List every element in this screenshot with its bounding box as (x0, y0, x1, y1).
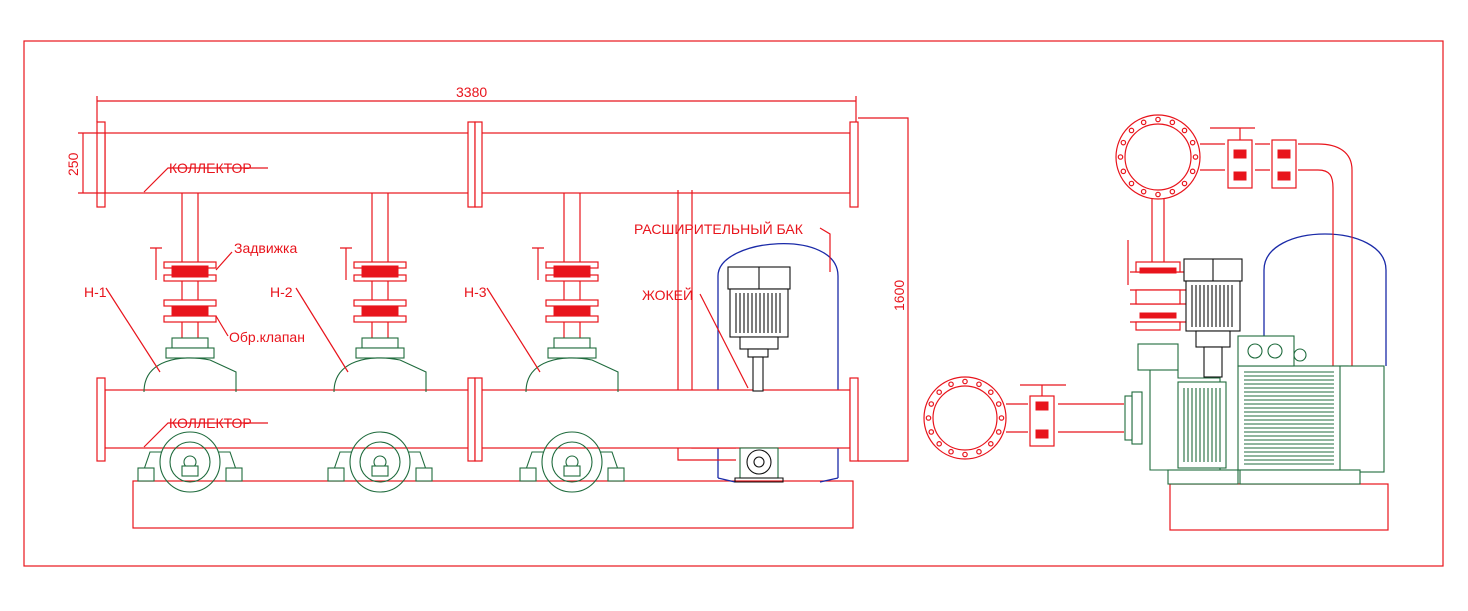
flange-bolt (928, 429, 935, 435)
dimension-width-label: 3380 (456, 84, 487, 100)
pipe-flange-icon (474, 377, 483, 462)
pipe-flange-icon (849, 121, 859, 208)
flange-bolt (962, 378, 968, 385)
expansion-tank (717, 242, 839, 478)
pump-1-label: Н-1 (84, 284, 107, 300)
flange-bolt (1169, 188, 1176, 195)
flange-bolt (962, 451, 968, 458)
side-gate-valve-top (1210, 127, 1297, 189)
collector-bottom-label: КОЛЛЕКТОР (169, 415, 252, 431)
side-jockey-motor (1183, 258, 1243, 378)
jockey-pump (727, 266, 791, 483)
flange-bolt (976, 381, 982, 388)
pipe-flange-icon (467, 377, 476, 462)
flange-bolt (948, 381, 954, 388)
front-view: 3380 250 1600 КОЛЛЕКТОР КОЛЛЕКТОР Задвиж… (65, 84, 909, 529)
bottom-collector (96, 377, 859, 462)
drawing-frame (23, 40, 1444, 567)
flange-bolt (1155, 191, 1161, 198)
pump-column-1 (137, 193, 243, 493)
side-lower-flange (923, 376, 1007, 460)
side-expansion-tank (1263, 233, 1387, 366)
expansion-tank-label: РАСШИРИТЕЛЬНЫЙ БАК (634, 220, 804, 237)
top-collector (96, 121, 859, 208)
jockey-pump-label: ЖОКЕЙ (642, 286, 693, 303)
pipe-flange-icon (467, 121, 476, 208)
flange-bolt (988, 389, 994, 395)
expansion-tank-foot (717, 477, 839, 483)
centrifugal-pump-icon (137, 337, 243, 493)
check-valve-label: Обр.клапан (229, 329, 305, 345)
gate-valve-label: Задвижка (234, 240, 297, 256)
dimension-total-height-label: 1600 (891, 280, 907, 311)
flange-bolt (998, 415, 1005, 421)
pipe-flange-icon (849, 377, 859, 462)
pump-columns (137, 193, 625, 493)
flange-bolt (1140, 188, 1147, 195)
flange-bolt (1181, 180, 1188, 187)
flange-bolt (995, 401, 1002, 407)
flange-bolt (948, 448, 954, 455)
pipe-flange-icon (96, 121, 106, 208)
gate-valve-icon (532, 247, 599, 282)
leaders (105, 167, 831, 448)
pipe-flange-icon (96, 377, 106, 462)
dimension-collector-height-label: 250 (65, 152, 81, 176)
gate-valve-icon (340, 247, 407, 282)
gate-valve-icon (150, 247, 217, 282)
side-suction-valve (1020, 384, 1066, 447)
pump-column-2 (327, 193, 433, 493)
pump-2-label: Н-2 (270, 284, 293, 300)
pipe-flange-icon (474, 121, 483, 208)
flange-bolt (1120, 139, 1127, 146)
flange-bolt (1140, 119, 1147, 126)
flange-bolt (928, 401, 935, 407)
check-valve-icon (545, 299, 599, 323)
collector-top-label: КОЛЛЕКТОР (169, 160, 252, 176)
pump-column-3 (519, 193, 625, 493)
side-view (923, 114, 1389, 531)
flange-bolt (976, 448, 982, 455)
flange-bolt (1128, 180, 1135, 187)
side-riser-valves (1127, 240, 1186, 331)
flange-bolt (988, 441, 994, 447)
check-valve-icon (353, 299, 407, 323)
dimensions (78, 96, 909, 462)
flange-bolt (1192, 154, 1199, 160)
flange-bolt (1155, 116, 1161, 123)
side-main-motor (1237, 335, 1385, 485)
flange-bolt (1128, 127, 1135, 134)
flange-bolt (1117, 154, 1124, 160)
side-top-pipe (1200, 143, 1353, 368)
flange-bolt (1120, 168, 1127, 175)
side-upper-flange (1115, 114, 1201, 200)
base-frame (132, 480, 854, 529)
flange-bolt (1189, 139, 1196, 146)
check-valve-icon (163, 299, 217, 323)
flange-bolt (936, 389, 942, 395)
pump-3-label: Н-3 (464, 284, 487, 300)
side-main-pump (1124, 343, 1239, 485)
centrifugal-pump-icon (327, 337, 433, 493)
side-base-frame (1169, 483, 1389, 531)
flange-bolt (1169, 119, 1176, 126)
flange-bolt (1181, 127, 1188, 134)
flange-bolt (936, 441, 942, 447)
flange-bolt (1189, 168, 1196, 175)
centrifugal-pump-icon (519, 337, 625, 493)
flange-bolt (925, 415, 932, 421)
flange-bolt (995, 429, 1002, 435)
